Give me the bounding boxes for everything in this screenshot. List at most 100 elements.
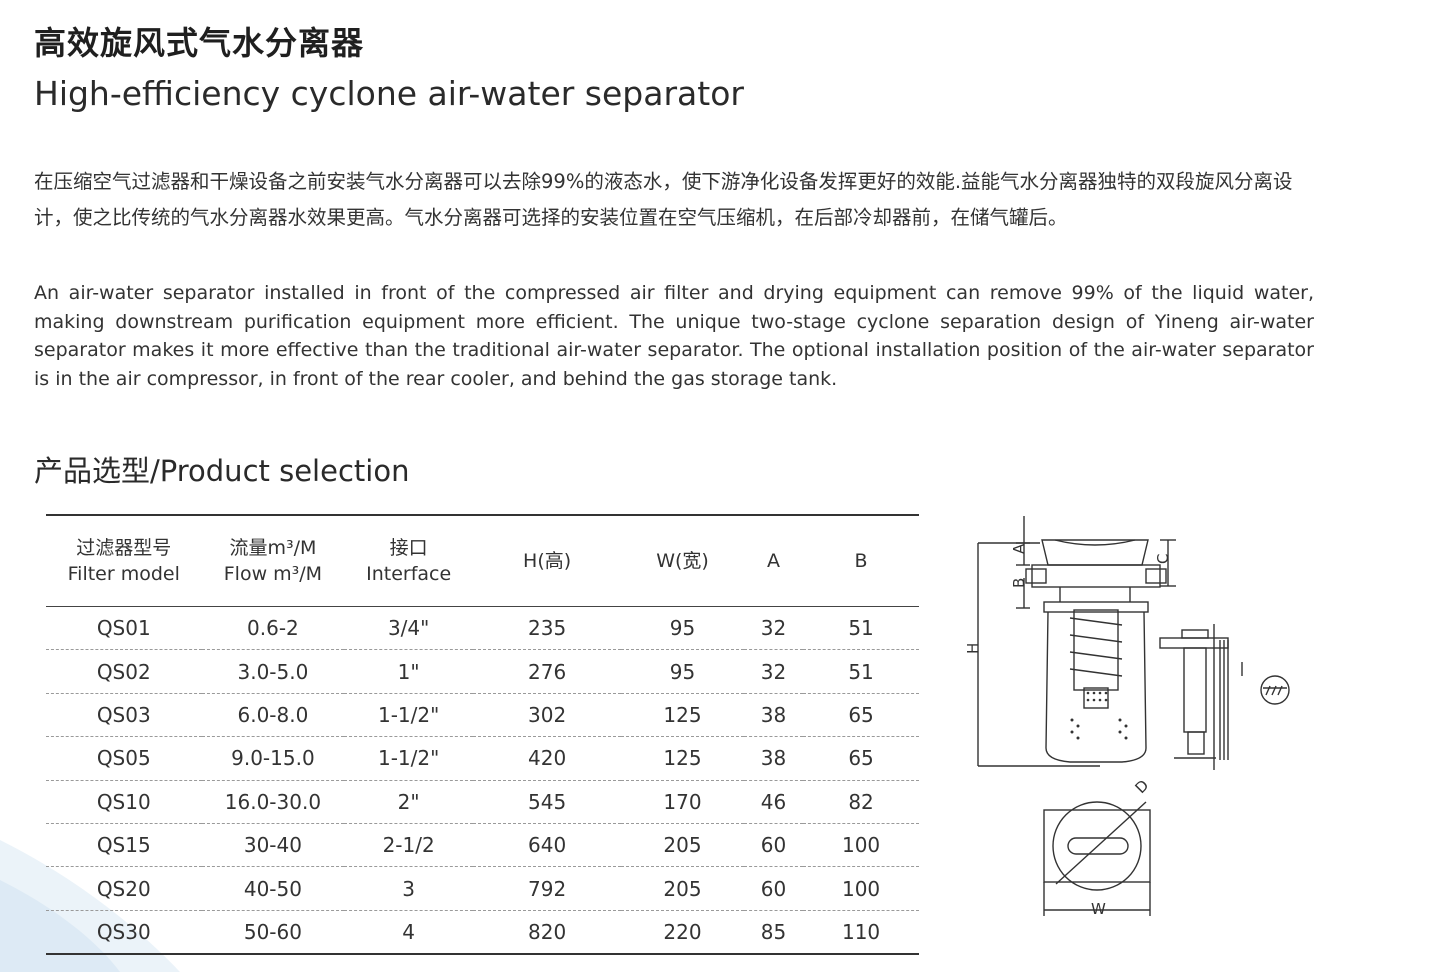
separator-side-view [1159,624,1290,770]
table-cell: 545 [472,780,622,824]
description-cn: 在压缩空气过滤器和干燥设备之前安装气水分离器可以去除99%的液态水，使下游净化设… [34,170,1293,229]
label-a: A [1010,543,1028,554]
table-cell: 3/4" [344,606,473,651]
table-cell: 220 [663,919,702,944]
table-cell: 51 [803,649,919,694]
table-cell: 205 [621,823,744,868]
table-cell: 4 [402,919,415,944]
table-cell: 110 [841,919,881,944]
header-label-cn: 接口 [389,537,428,559]
table-cell: 1-1/2" [344,693,473,738]
header-label-en: Interface [366,563,452,585]
separator-top-view [1043,801,1151,916]
table-header-cell: 接口 Interface [344,515,473,607]
table-header-cell: W(宽) [621,515,744,607]
table-cell: 1-1/2" [344,736,473,781]
table-cell: 60 [743,823,804,868]
table-cell: 95 [621,649,744,694]
table-cell: 820 [528,919,567,944]
table-cell: QS01 [46,606,202,651]
table-cell: QS30 [96,919,151,944]
table-cell: QS05 [46,736,202,781]
label-b: B [1010,578,1028,588]
table-cell: QS03 [46,693,202,738]
table-cell: 792 [472,866,622,911]
table-cell: 6.0-8.0 [201,693,345,738]
table-cell: 276 [472,649,622,694]
table-cell: 3 [344,866,473,911]
table-cell: 32 [743,649,804,694]
table-row: QS30 50-60 4 820 220 85 110 [46,910,919,954]
label-c: C [1154,554,1172,564]
table-cell: 38 [743,736,804,781]
table-header-cell: 流量m³/M Flow m³/M [201,515,345,607]
header-label-en: Filter model [67,563,180,585]
table-cell: 85 [760,919,787,944]
table-cell: 9.0-15.0 [201,736,345,781]
table-cell: 125 [621,693,744,738]
product-selection-table: 过滤器型号 Filter model 流量m³/M Flow m³/M 接口 Interf… [46,514,919,956]
table-cell: 65 [803,736,919,781]
separator-front-view [977,516,1176,767]
header-label-en: Flow m³/M [223,563,323,585]
table-cell: 46 [743,780,804,824]
table-cell: 170 [621,780,744,824]
table-cell: 65 [803,693,919,738]
table-cell: 95 [621,606,744,651]
table-cell: 32 [743,606,804,651]
header-label-en: A [766,550,780,572]
header-label-cn: 过滤器型号 [76,537,172,559]
table-cell: 420 [472,736,622,781]
section-title: 产品选型/Product selection [34,454,410,488]
label-h: H [964,643,982,654]
header-label-cn: 流量m³/M [229,537,317,559]
table-cell: QS10 [46,780,202,824]
table-cell: 38 [743,693,804,738]
label-w: W [1091,900,1106,918]
table-cell: 82 [803,780,919,824]
table-cell: 640 [472,823,622,868]
table-header-cell: H(高) [472,515,622,607]
table-header-row: 过滤器型号 Filter model 流量m³/M Flow m³/M 接口 Interf… [46,515,919,607]
table-cell: 16.0-30.0 [201,780,345,824]
table-cell: 60 [743,866,804,911]
table-cell: 40-50 [201,866,345,911]
table-header-cell: 过滤器型号 Filter model [46,515,202,607]
table-cell: 100 [803,866,919,911]
table-cell: 2-1/2 [344,823,473,868]
product-table-wrapper: 过滤器型号 Filter model 流量m³/M Flow m³/M 接口 Interf… [46,514,919,956]
table-header-cell: A [743,515,804,607]
table-cell: 205 [621,866,744,911]
table-cell: 30-40 [201,823,345,868]
table-cell: 100 [803,823,919,868]
table-cell: 125 [621,736,744,781]
table-cell: 235 [472,606,622,651]
table-cell: 2" [344,780,473,824]
description-en: An air-water separator installed in fron… [34,282,1314,390]
table-cell: 1" [344,649,473,694]
header-label-en: W(宽) [656,550,709,572]
table-cell: 51 [803,606,919,651]
table-cell: 3.0-5.0 [201,649,345,694]
label-d: D [1132,776,1153,797]
header-label-en: B [854,550,868,572]
header-label-en: H(高) [523,550,572,572]
separator-diagram: A B C H D W [964,516,1290,918]
page-title-cn: 高效旋风式气水分离器 [34,24,365,62]
page-title-en: High-efficiency cyclone air-water separa… [34,74,744,113]
diagram-labels: A B C H D W [964,543,1172,918]
table-cell: 50-60 [243,919,302,944]
table-cell: 302 [472,693,622,738]
table-cell: QS15 [46,823,202,868]
table-cell: QS20 [46,866,202,911]
table-header-cell: B [803,515,919,607]
table-cell: QS02 [46,649,202,694]
